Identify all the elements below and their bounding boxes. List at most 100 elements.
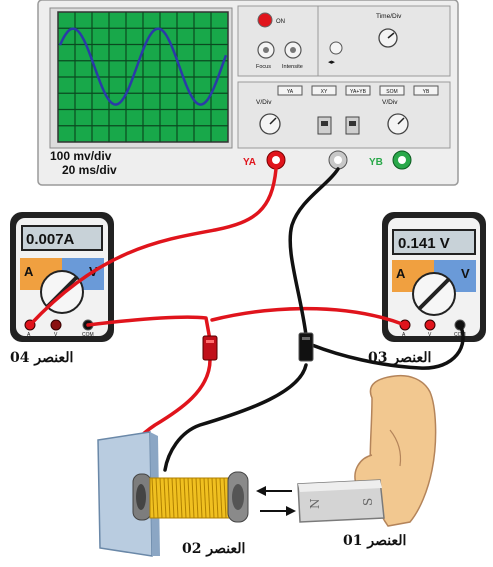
- coil-turn: [223, 477, 227, 519]
- vdiv-right-label: V/Div: [382, 99, 398, 106]
- power-label: ON: [276, 19, 285, 25]
- power-button[interactable]: [257, 12, 273, 28]
- coil-turn: [219, 477, 223, 519]
- signal-trace: [58, 27, 228, 106]
- intensity-knob-center: [290, 47, 296, 53]
- wire-ground-to-coil: [163, 363, 308, 472]
- coil-turn: [215, 477, 219, 519]
- scale-volts: 100 mv/div: [50, 149, 112, 163]
- input-a-jack-hole: [272, 156, 280, 164]
- wires: [28, 167, 465, 472]
- coil-turn: [187, 477, 191, 519]
- wire-scope-ground: [288, 167, 340, 337]
- coil-turn: [203, 477, 207, 519]
- channel-button[interactable]: [277, 85, 303, 96]
- ammeter-display: [21, 225, 103, 251]
- coupling-switch-left-lever: [321, 121, 328, 126]
- black-plug-highlight: [302, 337, 310, 340]
- channel-button-label: YB: [423, 89, 430, 95]
- channel-button-label: SOM: [386, 89, 397, 95]
- voltmeter-terminal-v: V: [428, 332, 432, 338]
- wire-voltmeter-com: [310, 323, 465, 370]
- channel-buttons: YA XY YA+YB SOM YB: [277, 85, 439, 96]
- coil-flange-right-hole: [232, 484, 244, 510]
- voltmeter-terminal-a: A: [402, 332, 406, 338]
- ammeter-unit-a: A: [24, 264, 34, 279]
- voltmeter-terminal-com: COM: [454, 332, 466, 338]
- input-a-label: YA: [243, 157, 256, 168]
- input-b-jack-hole: [398, 156, 406, 164]
- coil-turn: [207, 477, 211, 519]
- voltmeter-unit-v: V: [461, 266, 470, 281]
- voltmeter: 0.141 V A V A V COM: [382, 212, 486, 342]
- magnet-pole-s: S: [361, 498, 375, 506]
- coil-turn: [191, 477, 195, 519]
- ground-jack-hole: [334, 156, 342, 164]
- magnet-pole-n: N: [308, 499, 322, 510]
- ammeter-reading: 0.007A: [26, 231, 75, 248]
- coil-turn: [183, 477, 187, 519]
- focus-label: Focus: [256, 64, 271, 70]
- input-b-label: YB: [369, 157, 383, 168]
- channel-button-label: YA: [287, 89, 294, 95]
- red-plug-highlight: [206, 340, 214, 343]
- label-element-01: العنصر 01: [343, 533, 406, 549]
- coupling-switch-right-lever: [349, 121, 356, 126]
- red-banana-plug: [202, 335, 218, 361]
- coil-assembly: [97, 431, 249, 557]
- voltmeter-display: [392, 229, 476, 255]
- channel-button-label: XY: [321, 89, 328, 95]
- voltmeter-unit-a: A: [396, 266, 406, 281]
- vdiv-left-pointer: [269, 117, 277, 125]
- oscilloscope: 100 mv/div 20 ms/div ON Focus Intensite …: [37, 0, 459, 186]
- coil-turn: [179, 477, 183, 519]
- arrow-right-icon: [286, 506, 296, 516]
- coil-turn: [175, 477, 179, 519]
- voltmeter-reading: 0.141 V: [398, 235, 450, 252]
- coil-turn: [163, 477, 167, 519]
- time-div-label: Time/Div: [376, 13, 402, 20]
- position-knob[interactable]: [329, 41, 343, 55]
- motion-arrows: [256, 486, 296, 516]
- time-div-pointer: [387, 32, 395, 39]
- coil-turn: [151, 477, 155, 519]
- voltmeter-jack-v[interactable]: [424, 319, 436, 331]
- arrow-left-icon: [256, 486, 266, 496]
- coil-turn: [171, 477, 175, 519]
- wire-scope-a-to-ammeter: [28, 167, 278, 327]
- vdiv-left-label: V/Div: [256, 99, 272, 106]
- coil-turn: [211, 477, 215, 519]
- coil-turns: [151, 477, 231, 519]
- position-arrows-icon: ◂▸: [328, 59, 336, 66]
- label-element-02: العنصر 02: [182, 541, 245, 557]
- coil-turn: [199, 477, 203, 519]
- coil-turn: [155, 477, 159, 519]
- channel-button[interactable]: [379, 85, 405, 96]
- coil-turn: [167, 477, 171, 519]
- intensity-label: Intensite: [282, 64, 303, 70]
- ammeter-terminal-com: COM: [82, 332, 94, 338]
- ammeter: 0.007A A V A V COM: [10, 212, 114, 342]
- magnet-hand: N S: [297, 374, 437, 527]
- focus-knob-center: [263, 47, 269, 53]
- wire-junction-to-voltmeter: [210, 306, 407, 327]
- wire-ammeter-com-to-junction: [86, 315, 212, 342]
- voltmeter-selector-pointer: [418, 278, 450, 310]
- coil-turn: [159, 477, 163, 519]
- channel-button[interactable]: [345, 85, 371, 96]
- screen-grid: [58, 12, 228, 142]
- bar-magnet-highlight: [298, 480, 382, 492]
- hand-crease: [389, 429, 402, 467]
- channel-button-label: YA+YB: [350, 89, 367, 95]
- channel-button[interactable]: [311, 85, 337, 96]
- channel-button[interactable]: [413, 85, 439, 96]
- label-element-04: العنصر 04: [10, 350, 73, 366]
- scale-time: 20 ms/div: [62, 163, 117, 177]
- ammeter-terminal-a: A: [27, 332, 31, 338]
- coil-flange-left-hole: [136, 484, 146, 510]
- coil-turn: [195, 477, 199, 519]
- ammeter-jack-v[interactable]: [50, 319, 62, 331]
- vdiv-right-pointer: [397, 117, 405, 125]
- label-element-03: العنصر 03: [368, 350, 431, 366]
